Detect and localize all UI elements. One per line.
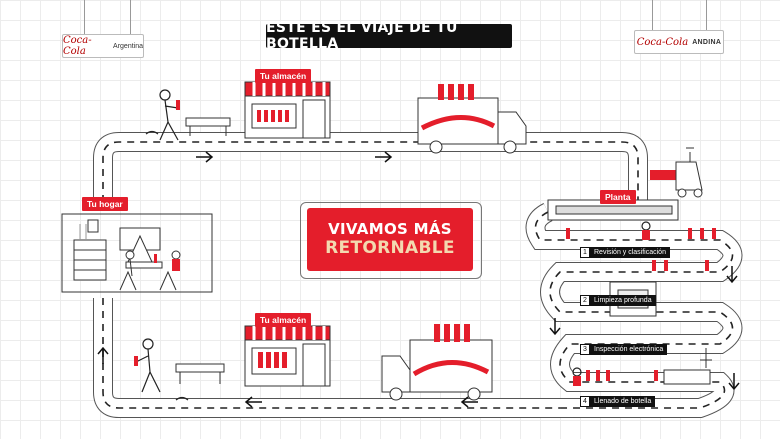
logo-sub-argentina: Argentina [113, 42, 143, 50]
plant-scene [547, 147, 712, 385]
left-logo-hanger [84, 0, 85, 34]
step-1-label: Revisión y clasificación [594, 249, 666, 256]
truck-top [417, 84, 527, 154]
home-scene [61, 213, 213, 293]
coca-cola-script-left: Coca-Cola [63, 35, 92, 57]
bench-top [185, 117, 231, 136]
road [93, 132, 743, 418]
step-2: 2 Limpieza profunda [580, 295, 656, 306]
step-4-number: 4 [580, 396, 590, 407]
step-1-number: 1 [580, 247, 590, 258]
store-bottom [244, 325, 331, 387]
right-logo-hanger-2 [706, 0, 707, 30]
coca-cola-script-right: Coca-Cola [636, 36, 689, 48]
step-3: 3 Inspección electrónica [580, 344, 668, 355]
store-top [244, 81, 331, 139]
label-store-bottom: Tu almacén [255, 313, 312, 327]
center-line-2: RETORNABLE [325, 238, 455, 258]
center-panel: VIVAMOS MÁS RETORNABLE [307, 208, 473, 271]
label-home: Tu hogar [82, 197, 128, 211]
plant-worker [572, 221, 651, 386]
center-panel-frame [300, 202, 482, 279]
plant-bottles [566, 228, 716, 381]
person-walking-top [145, 89, 180, 141]
step-3-label: Inspección electrónica [594, 346, 664, 353]
center-line-1: VIVAMOS MÁS [328, 220, 452, 238]
step-3-number: 3 [580, 344, 590, 355]
step-4-label: Llenado de botella [594, 398, 652, 405]
page-title: ESTE ES EL VIAJE DE TU BOTELLA [266, 20, 512, 52]
left-logo-hanger-2 [130, 0, 131, 34]
bench-bottom [175, 363, 225, 384]
logo-coca-cola-andina: Coca-Cola ANDINA [634, 30, 724, 54]
person-walking-bottom [134, 338, 189, 401]
truck-bottom [381, 324, 493, 401]
right-logo-hanger [652, 0, 653, 30]
label-plant: Planta [600, 190, 636, 204]
logo-coca-cola-argentina: Coca-Cola Argentina [62, 34, 144, 58]
step-1: 1 Revisión y clasificación [580, 247, 670, 258]
label-store-top: Tu almacén [255, 69, 312, 83]
step-2-label: Limpieza profunda [594, 297, 652, 304]
step-4: 4 Llenado de botella [580, 396, 656, 407]
road-arrows [97, 151, 740, 408]
logo-sub-andina: ANDINA [692, 38, 722, 46]
step-2-number: 2 [580, 295, 590, 306]
